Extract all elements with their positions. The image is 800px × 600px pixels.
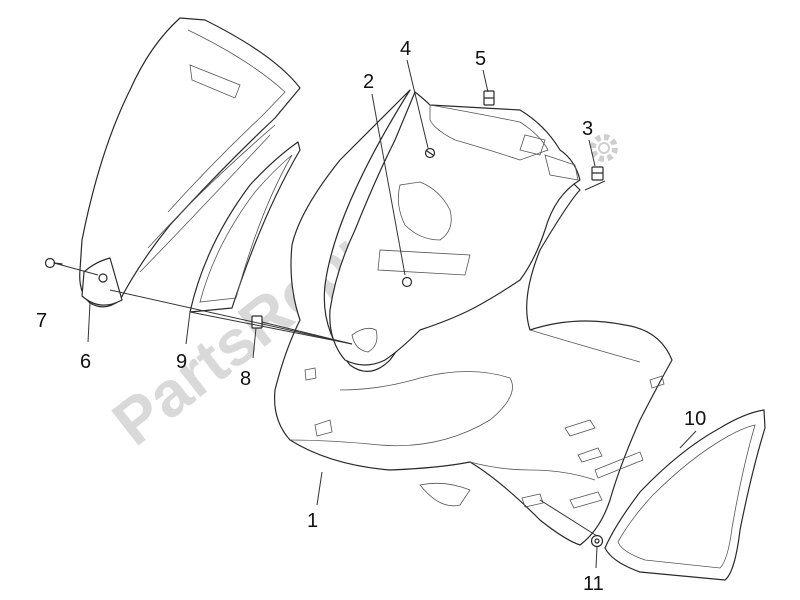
- callout-11: 11: [583, 573, 604, 595]
- leader-lines: [53, 59, 697, 569]
- callout-1: 1: [307, 510, 318, 532]
- part-4-screw-lower: [401, 276, 413, 288]
- callout-3: 3: [582, 118, 593, 140]
- part-5-clip: [483, 90, 495, 106]
- callout-4: 4: [400, 38, 411, 60]
- callout-10: 10: [684, 408, 706, 430]
- callout-7: 7: [36, 310, 47, 332]
- gear-icon: [590, 134, 618, 162]
- part-7-screw: [44, 257, 63, 269]
- part-2-inner-frame: [329, 91, 581, 366]
- part-4-screw: [424, 147, 436, 159]
- callout-5: 5: [475, 48, 486, 70]
- callout-9: 9: [176, 351, 187, 373]
- part-9-side-panel: [189, 141, 301, 313]
- part-10-side-trim: [604, 409, 766, 581]
- part-6-leg-shield-cover: [79, 17, 301, 308]
- callout-6: 6: [80, 351, 91, 373]
- callout-8: 8: [240, 368, 251, 390]
- part-11-washer: [590, 534, 604, 548]
- callouts: 1 2 3 4 5 6 7 8 9 10 11: [36, 38, 706, 595]
- part-3-clip: [591, 166, 604, 181]
- part-1-front-shield: [273, 89, 673, 546]
- callout-2: 2: [363, 71, 374, 93]
